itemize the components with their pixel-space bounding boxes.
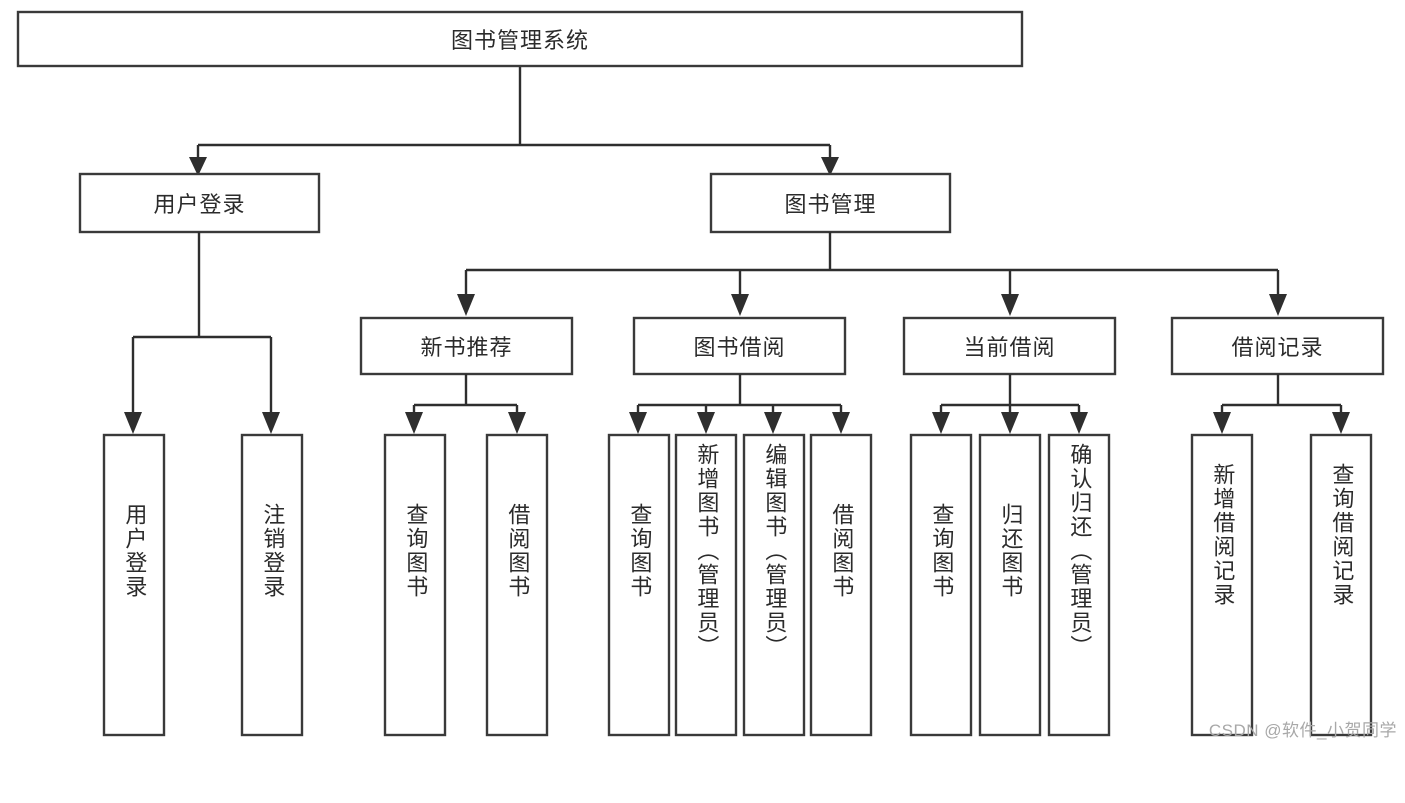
arrow-bb-leaf-3-icon xyxy=(764,412,782,434)
node-book-borrow-box[interactable] xyxy=(632,316,847,376)
arrow-bb-leaf-4-icon xyxy=(832,412,850,434)
arrow-cb-leaf-1-icon xyxy=(932,412,950,434)
node-root-box[interactable] xyxy=(16,10,1024,68)
arrow-user-login-leaf-1-icon xyxy=(124,412,142,434)
node-leaf-add-book-box[interactable] xyxy=(674,433,738,737)
arrow-bm-to-current-borrow-icon xyxy=(1001,294,1019,316)
arrow-user-login-leaf-2-icon xyxy=(262,412,280,434)
node-leaf-edit-book-box[interactable] xyxy=(742,433,806,737)
flowchart-diagram: 图书管理系统 用户登录 图书管理 新书推荐 图书借阅 当前借阅 借阅记录 用户登… xyxy=(16,10,1397,740)
node-leaf-query-book-3-box[interactable] xyxy=(909,433,973,737)
arrow-bb-leaf-2-icon xyxy=(697,412,715,434)
connector-group-current-borrow xyxy=(932,374,1088,434)
node-book-management-box[interactable] xyxy=(709,172,952,234)
arrow-bb-leaf-1-icon xyxy=(629,412,647,434)
node-leaf-add-record-box[interactable] xyxy=(1190,433,1254,737)
arrow-cb-leaf-2-icon xyxy=(1001,412,1019,434)
connector-group-new-book-recommend xyxy=(405,374,526,434)
node-borrow-record-box[interactable] xyxy=(1170,316,1385,376)
node-leaf-query-record-box[interactable] xyxy=(1309,433,1373,737)
node-leaf-borrow-book-2-box[interactable] xyxy=(809,433,873,737)
arrow-cb-leaf-3-icon xyxy=(1070,412,1088,434)
node-new-book-recommend-box[interactable] xyxy=(359,316,574,376)
node-user-login-box[interactable] xyxy=(78,172,321,234)
node-leaf-borrow-book-1-box[interactable] xyxy=(485,433,549,737)
arrow-root-to-user-login-icon xyxy=(189,157,207,176)
connector-group-borrow-record xyxy=(1213,374,1350,434)
arrow-root-to-book-management-icon xyxy=(821,157,839,176)
arrow-br-leaf-2-icon xyxy=(1332,412,1350,434)
connector-group-book-management xyxy=(457,232,1287,316)
node-current-borrow-box[interactable] xyxy=(902,316,1117,376)
arrow-bm-to-borrow-record-icon xyxy=(1269,294,1287,316)
node-leaf-query-book-2-box[interactable] xyxy=(607,433,671,737)
connector-group-root xyxy=(189,66,839,176)
arrow-bm-to-book-borrow-icon xyxy=(731,294,749,316)
arrow-bm-to-new-book-recommend-icon xyxy=(457,294,475,316)
arrow-br-leaf-1-icon xyxy=(1213,412,1231,434)
node-leaf-return-book-box[interactable] xyxy=(978,433,1042,737)
node-leaf-query-book-1-box[interactable] xyxy=(383,433,447,737)
node-leaf-logout-box[interactable] xyxy=(240,433,304,737)
node-leaf-user-login-box[interactable] xyxy=(102,433,166,737)
arrow-nbr-leaf-2-icon xyxy=(508,412,526,434)
node-leaf-confirm-return-box[interactable] xyxy=(1047,433,1111,737)
arrow-nbr-leaf-1-icon xyxy=(405,412,423,434)
flowchart-canvas xyxy=(16,10,1385,737)
connector-group-book-borrow xyxy=(629,374,850,434)
connector-group-user-login xyxy=(124,232,280,434)
